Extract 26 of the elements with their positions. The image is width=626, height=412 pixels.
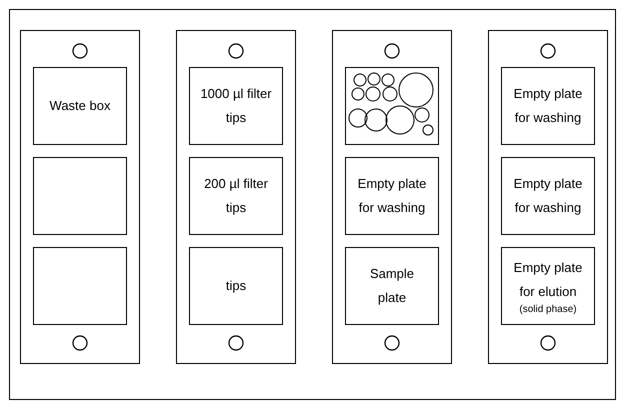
slot-label: 1000 µl filter tips bbox=[199, 85, 273, 127]
tray-slot bbox=[501, 157, 595, 235]
deck-carrier bbox=[332, 30, 452, 364]
tray-slot bbox=[501, 67, 595, 145]
tray-slot bbox=[189, 157, 283, 235]
slot-label: Empty plate for washing bbox=[356, 175, 428, 217]
tray-slot bbox=[189, 67, 283, 145]
slot-label: tips bbox=[226, 277, 246, 295]
tray-slot bbox=[345, 247, 439, 325]
tray-slot bbox=[501, 247, 595, 325]
tray-slot bbox=[345, 157, 439, 235]
deck-carrier bbox=[488, 30, 608, 364]
tray-slot bbox=[33, 247, 127, 325]
slot-label: 200 µl filter tips bbox=[203, 175, 269, 217]
slot-label: Empty plate for washing bbox=[512, 85, 584, 127]
slot-note: (solid phase) bbox=[519, 304, 577, 316]
slot-label: Waste box bbox=[50, 97, 110, 115]
slot-label: Sample plate bbox=[368, 265, 416, 307]
tray-slot bbox=[33, 157, 127, 235]
tray-slot bbox=[189, 247, 283, 325]
deck-carrier bbox=[176, 30, 296, 364]
tray-slot bbox=[33, 67, 127, 145]
deck-carrier bbox=[20, 30, 140, 364]
tube-rack-drawing bbox=[345, 67, 439, 145]
slot-label: Empty plate for elution bbox=[512, 259, 584, 301]
slot-label: Empty plate for washing bbox=[512, 175, 584, 217]
